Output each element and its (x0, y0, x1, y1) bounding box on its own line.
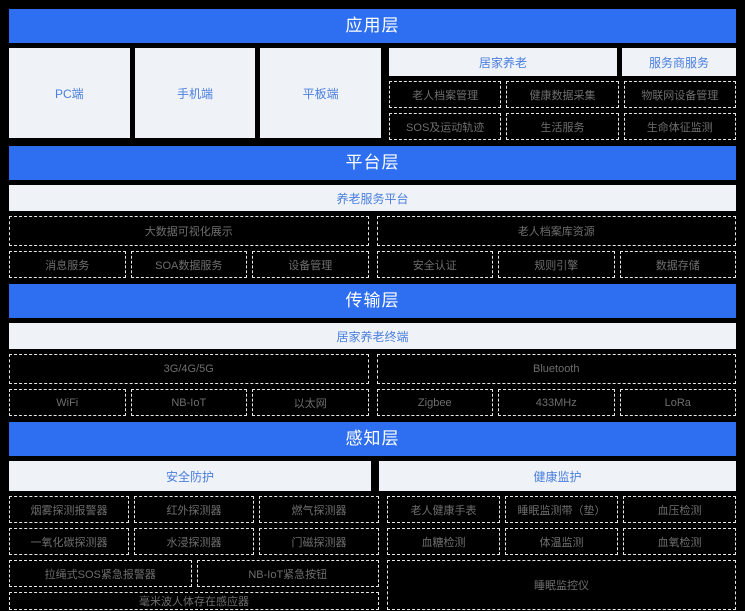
platform-services-left: 消息服务 SOA数据服务 设备管理 (9, 251, 369, 278)
transmission-band-bluetooth[interactable]: Bluetooth (376, 354, 736, 384)
platform-item-device-management[interactable]: 设备管理 (252, 251, 369, 278)
layer-title-platform: 平台层 (9, 146, 736, 180)
safety-row-4: 毫米波人体存在感应器 (9, 592, 379, 610)
transmission-item-zigbee[interactable]: Zigbee (376, 389, 493, 416)
health-row-3: 睡眠监控仪 (387, 560, 736, 610)
sensor-carbon-monoxide-detector[interactable]: 一氧化碳探测器 (9, 528, 129, 555)
sensor-pull-cord-sos-alarm[interactable]: 拉绳式SOS紧急报警器 (9, 560, 192, 587)
layer-platform: 平台层 养老服务平台 大数据可视化展示 消息服务 SOA数据服务 设备管理 老人… (9, 146, 736, 278)
layer-title-perception: 感知层 (9, 422, 736, 456)
transmission-column-left: 3G/4G/5G WiFi NB-IoT 以太网 (9, 354, 369, 416)
application-layer-body: PC端 手机端 平板端 居家养老 服务商服务 老人档案管理 健康数据采集 (9, 48, 736, 140)
transmission-item-433mhz[interactable]: 433MHz (498, 389, 615, 416)
platform-item-message-service[interactable]: 消息服务 (9, 251, 126, 278)
platform-item-data-storage[interactable]: 数据存储 (619, 251, 736, 278)
sensor-elder-health-watch[interactable]: 老人健康手表 (387, 496, 500, 523)
module-vital-signs-monitoring[interactable]: 生命体征监测 (623, 113, 736, 140)
sensor-nb-iot-emergency-button[interactable]: NB-IoT紧急按钮 (196, 560, 379, 587)
application-modules: 居家养老 服务商服务 老人档案管理 健康数据采集 物联网设备管理 SOS及运动轨… (389, 48, 736, 140)
safety-row-2: 一氧化碳探测器 水浸探测器 门磁探测器 (9, 528, 379, 555)
application-group-headers: 居家养老 服务商服务 (389, 48, 736, 76)
module-sos-and-motion-track[interactable]: SOS及运动轨迹 (389, 113, 502, 140)
platform-services-right: 安全认证 规则引擎 数据存储 (376, 251, 736, 278)
layer-title-application: 应用层 (9, 9, 736, 43)
transmission-item-nb-iot[interactable]: NB-IoT (130, 389, 247, 416)
layer-transmission: 传输层 居家养老终端 3G/4G/5G WiFi NB-IoT 以太网 Blue… (9, 284, 736, 416)
group-header-health-monitoring[interactable]: 健康监护 (379, 461, 736, 491)
transmission-items-left: WiFi NB-IoT 以太网 (9, 389, 369, 416)
module-health-data-collection[interactable]: 健康数据采集 (506, 81, 619, 108)
sensor-infrared-detector[interactable]: 红外探测器 (134, 496, 254, 523)
transmission-item-lora[interactable]: LoRa (619, 389, 736, 416)
perception-safety-column: 烟雾探测报警器 红外探测器 燃气探测器 一氧化碳探测器 水浸探测器 门磁探测器 … (9, 496, 379, 610)
application-modules-row-1: 老人档案管理 健康数据采集 物联网设备管理 (389, 81, 736, 108)
health-row-1: 老人健康手表 睡眠监测带（垫） 血压检测 (387, 496, 736, 523)
sensor-water-leak-detector[interactable]: 水浸探测器 (134, 528, 254, 555)
terminal-group: PC端 手机端 平板端 (9, 48, 382, 140)
application-modules-row-2: SOS及运动轨迹 生活服务 生命体征监测 (389, 113, 736, 140)
transmission-item-ethernet[interactable]: 以太网 (252, 389, 369, 416)
platform-band-bigdata-visualization[interactable]: 大数据可视化展示 (9, 216, 369, 246)
terminal-card-mobile[interactable]: 手机端 (134, 48, 256, 138)
transmission-item-wifi[interactable]: WiFi (9, 389, 126, 416)
safety-row-1: 烟雾探测报警器 红外探测器 燃气探测器 (9, 496, 379, 523)
transmission-band-cellular[interactable]: 3G/4G/5G (9, 354, 369, 384)
platform-band-elder-archive-repository[interactable]: 老人档案库资源 (376, 216, 736, 246)
platform-item-soa-data-service[interactable]: SOA数据服务 (130, 251, 247, 278)
layer-perception: 感知层 安全防护 健康监护 烟雾探测报警器 红外探测器 燃气探测器 一氧化碳探测… (9, 422, 736, 610)
platform-column-right: 老人档案库资源 安全认证 规则引擎 数据存储 (376, 216, 736, 278)
platform-columns: 大数据可视化展示 消息服务 SOA数据服务 设备管理 老人档案库资源 安全认证 … (9, 216, 736, 278)
sensor-body-temperature-monitoring[interactable]: 体温监测 (505, 528, 618, 555)
group-header-safety-protection[interactable]: 安全防护 (9, 461, 371, 491)
platform-column-left: 大数据可视化展示 消息服务 SOA数据服务 设备管理 (9, 216, 369, 278)
sensor-blood-glucose-detection[interactable]: 血糖检测 (387, 528, 500, 555)
perception-body: 烟雾探测报警器 红外探测器 燃气探测器 一氧化碳探测器 水浸探测器 门磁探测器 … (9, 496, 736, 610)
sensor-sleep-monitor-device[interactable]: 睡眠监控仪 (387, 560, 736, 610)
health-row-2: 血糖检测 体温监测 血氧检测 (387, 528, 736, 555)
terminal-card-pc[interactable]: PC端 (9, 48, 130, 138)
sensor-smoke-detector-alarm[interactable]: 烟雾探测报警器 (9, 496, 129, 523)
sensor-blood-pressure-detection[interactable]: 血压检测 (623, 496, 736, 523)
terminal-card-tablet[interactable]: 平板端 (260, 48, 382, 138)
safety-row-3: 拉绳式SOS紧急报警器 NB-IoT紧急按钮 (9, 560, 379, 587)
group-header-home-care[interactable]: 居家养老 (389, 48, 617, 76)
sensor-blood-oxygen-detection[interactable]: 血氧检测 (623, 528, 736, 555)
transmission-items-right: Zigbee 433MHz LoRa (376, 389, 736, 416)
layer-application: 应用层 PC端 手机端 平板端 居家养老 服务商服务 老人档案管理 (9, 9, 736, 140)
transmission-columns: 3G/4G/5G WiFi NB-IoT 以太网 Bluetooth Zigbe… (9, 354, 736, 416)
perception-group-headers: 安全防护 健康监护 (9, 461, 736, 491)
sensor-mmwave-human-presence[interactable]: 毫米波人体存在感应器 (9, 592, 379, 610)
sensor-sleep-monitoring-belt[interactable]: 睡眠监测带（垫） (505, 496, 618, 523)
module-elder-archive-management[interactable]: 老人档案管理 (389, 81, 502, 108)
transmission-banner[interactable]: 居家养老终端 (9, 323, 736, 349)
transmission-column-right: Bluetooth Zigbee 433MHz LoRa (376, 354, 736, 416)
sensor-door-magnetic-detector[interactable]: 门磁探测器 (259, 528, 379, 555)
perception-health-column: 老人健康手表 睡眠监测带（垫） 血压检测 血糖检测 体温监测 血氧检测 睡眠监控… (387, 496, 736, 610)
platform-item-security-authentication[interactable]: 安全认证 (376, 251, 493, 278)
platform-item-rule-engine[interactable]: 规则引擎 (498, 251, 615, 278)
group-header-provider-service[interactable]: 服务商服务 (622, 48, 736, 76)
layer-title-transmission: 传输层 (9, 284, 736, 318)
platform-banner[interactable]: 养老服务平台 (9, 185, 736, 211)
module-iot-device-management[interactable]: 物联网设备管理 (623, 81, 736, 108)
sensor-gas-detector[interactable]: 燃气探测器 (259, 496, 379, 523)
module-life-service[interactable]: 生活服务 (506, 113, 619, 140)
